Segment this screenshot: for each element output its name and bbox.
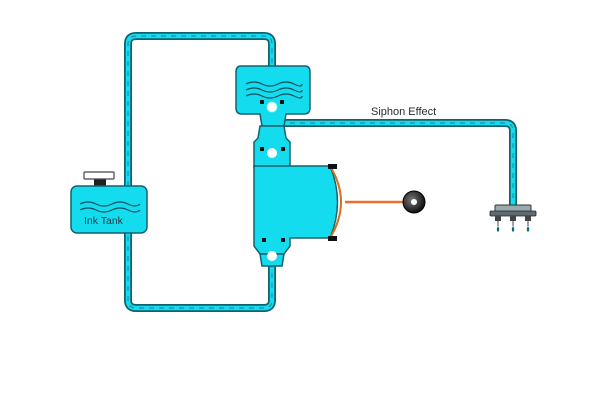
siphon-effect-label: Siphon Effect xyxy=(371,106,437,118)
print-nozzle xyxy=(489,204,537,232)
ink-tank xyxy=(70,171,148,234)
header-tank xyxy=(235,65,311,127)
pump-body xyxy=(253,125,342,267)
actuator xyxy=(345,190,426,214)
ink-tank-label: Ink Tank xyxy=(84,215,123,227)
tube-flow-dashes xyxy=(127,35,514,309)
